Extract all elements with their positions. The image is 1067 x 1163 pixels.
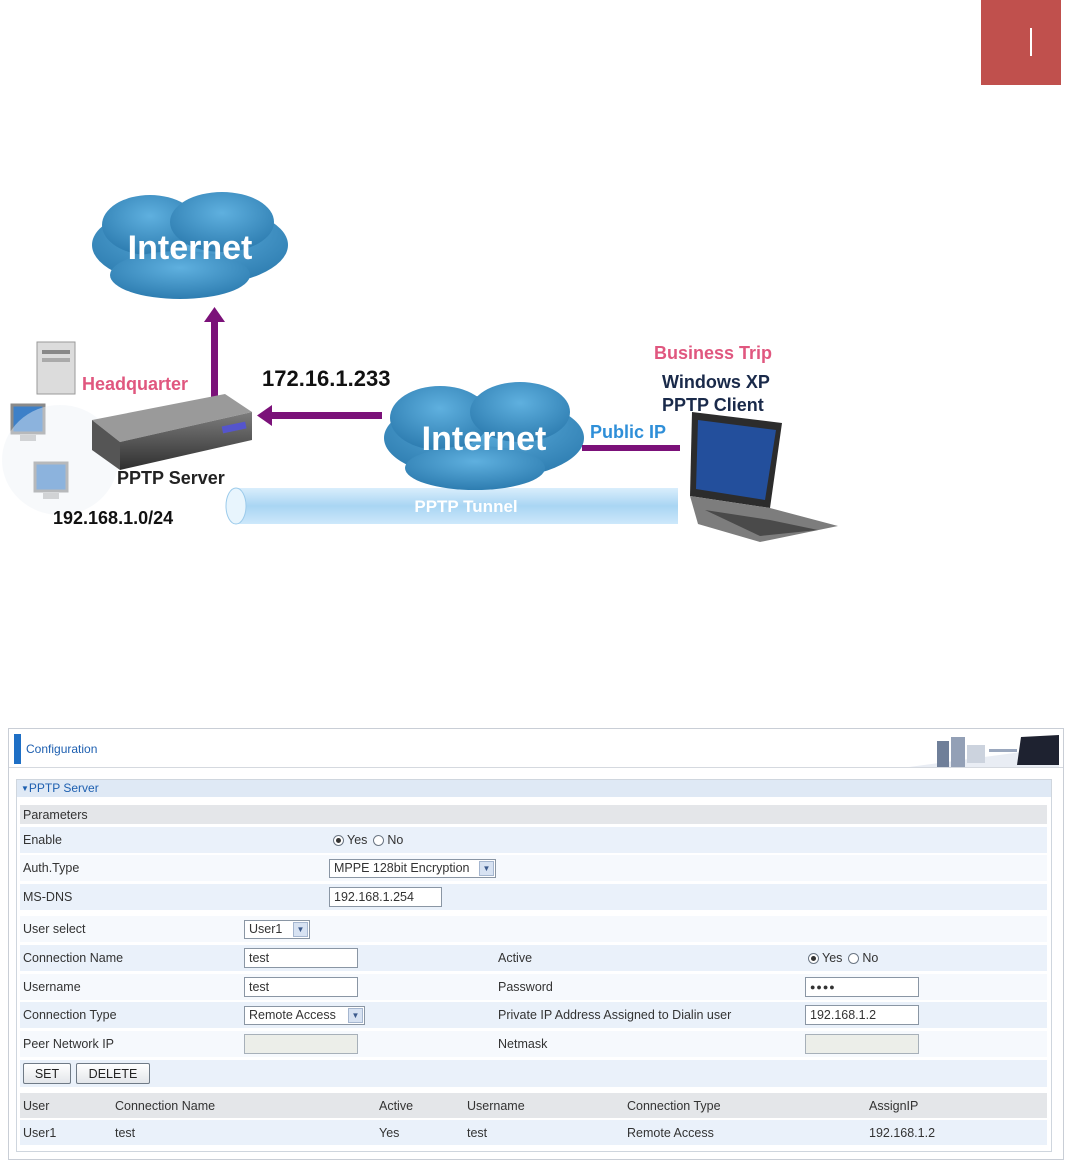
cell-connection-name: test <box>115 1125 136 1140</box>
internet-cloud-middle: Internet <box>384 382 584 490</box>
configuration-header: Configuration <box>9 729 1063 768</box>
col-connection-name: Connection Name <box>115 1098 216 1113</box>
cloud-top-label: Internet <box>128 229 253 267</box>
cell-username: test <box>467 1125 488 1140</box>
peer-network-row: Peer Network IP Netmask <box>20 1031 1047 1057</box>
cell-connection-type: Remote Access <box>627 1125 714 1140</box>
auth-type-value: MPPE 128bit Encryption <box>334 861 470 875</box>
pptp-tunnel-tube: PPTP Tunnel <box>225 487 678 525</box>
connection-name-input[interactable]: test <box>244 948 358 968</box>
headquarter-label: Headquarter <box>82 374 188 394</box>
section-title: PPTP Server <box>28 781 99 795</box>
enable-row: Enable Yes No <box>20 827 1047 853</box>
cell-assignip: 192.168.1.2 <box>869 1125 936 1140</box>
connection-type-row: Connection Type Remote Access ▼ Private I… <box>20 1002 1047 1028</box>
col-assignip: AssignIP <box>869 1098 919 1113</box>
configuration-panel: Configuration ▼PPTP Server Parameters En… <box>8 728 1064 1160</box>
pptp-network-diagram: Internet Headquarter 172.16.1.233 PPTP T… <box>2 192 838 542</box>
users-table-header: User Connection Name Active Username Con… <box>20 1093 1047 1118</box>
ms-dns-label: MS-DNS <box>23 890 73 904</box>
ms-dns-input[interactable]: 192.168.1.254 <box>329 887 442 907</box>
connection-type-label: Connection Type <box>23 1008 117 1022</box>
delete-button[interactable]: DELETE <box>76 1063 150 1084</box>
parameters-header: Parameters <box>23 807 88 822</box>
peer-network-ip-input[interactable] <box>244 1034 358 1054</box>
user-select-label: User select <box>23 922 86 936</box>
button-row: SET DELETE <box>20 1060 1047 1087</box>
cell-user: User1 <box>23 1125 57 1140</box>
parameters-header-row: Parameters <box>20 805 1047 824</box>
connection-type-value: Remote Access <box>249 1008 336 1022</box>
table-row[interactable]: User1 test Yes test Remote Access 192.16… <box>20 1120 1047 1145</box>
peer-network-ip-label: Peer Network IP <box>23 1037 115 1051</box>
public-ip-label: Public IP <box>590 422 666 442</box>
col-connection-type: Connection Type <box>627 1098 721 1113</box>
chevron-down-icon: ▼ <box>348 1007 363 1023</box>
pptp-server-router-icon <box>92 394 252 470</box>
username-row: Username test Password ●●●● <box>20 974 1047 1000</box>
col-active: Active <box>379 1098 414 1113</box>
page-corner-tab <box>981 0 1061 85</box>
private-ip-label: Private IP Address Assigned to Dialin us… <box>498 1008 732 1022</box>
tunnel-label: PPTP Tunnel <box>414 497 517 516</box>
enable-label: Enable <box>23 833 62 847</box>
connection-name-row: Connection Name test Active Yes No <box>20 945 1047 971</box>
chevron-down-icon: ▼ <box>293 921 308 937</box>
active-yes-label: Yes <box>822 951 843 965</box>
user-select-row: User select User1 ▼ <box>20 916 1047 942</box>
col-username: Username <box>467 1098 525 1113</box>
connection-name-label: Connection Name <box>23 951 124 965</box>
active-label: Active <box>498 951 533 965</box>
enable-yes-label: Yes <box>347 833 368 847</box>
password-input[interactable]: ●●●● <box>805 977 919 997</box>
collapse-triangle-icon: ▼ <box>21 784 29 793</box>
auth-type-select[interactable]: MPPE 128bit Encryption ▼ <box>329 858 496 878</box>
lan-subnet-label: 192.168.1.0/24 <box>53 508 173 528</box>
server-ip-label: 172.16.1.233 <box>262 366 390 391</box>
auth-type-row: Auth.Type MPPE 128bit Encryption ▼ <box>20 855 1047 881</box>
configuration-title: Configuration <box>26 742 98 756</box>
connection-type-select[interactable]: Remote Access ▼ <box>244 1005 365 1025</box>
arrow-up <box>204 307 225 400</box>
enable-radio-group: Yes No <box>330 827 1030 853</box>
enable-no-label: No <box>387 833 404 847</box>
active-no-label: No <box>862 951 879 965</box>
cell-active: Yes <box>379 1125 400 1140</box>
internet-cloud-top: Internet <box>92 192 288 299</box>
set-button[interactable]: SET <box>23 1063 71 1084</box>
laptop-icon <box>690 412 838 542</box>
active-no-radio[interactable] <box>848 952 860 964</box>
link-line <box>582 445 680 451</box>
cloud-mid-label: Internet <box>422 420 547 458</box>
username-input[interactable]: test <box>244 977 358 997</box>
business-trip-label: Business Trip <box>654 343 772 363</box>
lan-computers-icon <box>2 341 118 515</box>
user-select-value: User1 <box>249 922 283 936</box>
enable-yes-radio[interactable] <box>333 834 344 846</box>
password-label: Password <box>498 980 553 994</box>
username-label: Username <box>23 980 81 994</box>
enable-no-radio[interactable] <box>373 834 385 846</box>
header-banner-art-icon <box>909 733 1059 767</box>
col-user: User <box>23 1098 50 1113</box>
pptp-client-label: PPTP Client <box>662 395 764 415</box>
arrow-left <box>257 405 382 426</box>
ms-dns-row: MS-DNS 192.168.1.254 <box>20 884 1047 910</box>
private-ip-input[interactable]: 192.168.1.2 <box>805 1005 919 1025</box>
netmask-input[interactable] <box>805 1034 919 1054</box>
chevron-down-icon: ▼ <box>479 860 494 876</box>
pptp-server-label: PPTP Server <box>117 468 225 488</box>
pptp-server-section-header[interactable]: ▼PPTP Server <box>17 780 1051 797</box>
user-select-dropdown[interactable]: User1 ▼ <box>244 919 310 939</box>
pptp-server-section: ▼PPTP Server Parameters Enable Yes No Au… <box>16 779 1052 1152</box>
netmask-label: Netmask <box>498 1037 548 1051</box>
active-yes-radio[interactable] <box>808 952 819 964</box>
windows-xp-label: Windows XP <box>662 372 770 392</box>
active-radio-group: Yes No <box>805 945 1045 971</box>
auth-type-label: Auth.Type <box>23 861 80 875</box>
